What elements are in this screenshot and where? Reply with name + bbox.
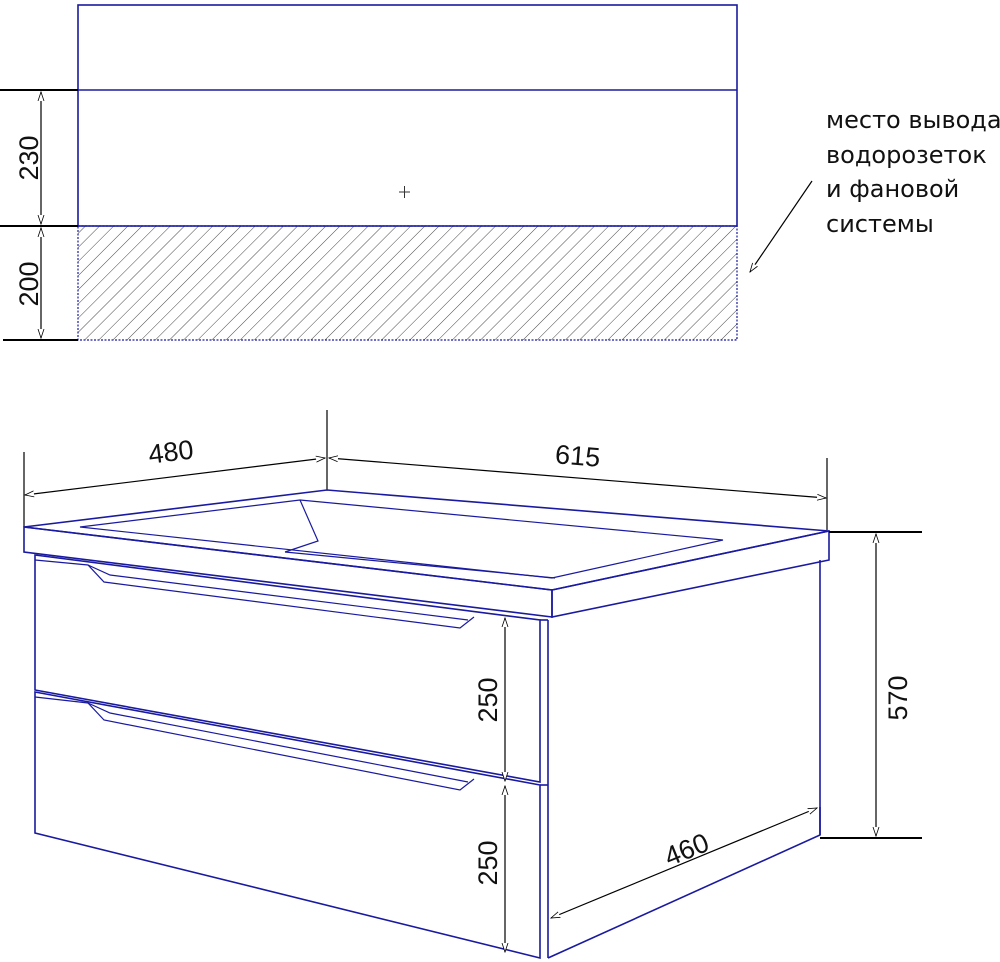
wall-panel-outline [77,4,738,227]
dimension-label-480: 480 [147,434,195,469]
dimension-line-480 [25,458,325,495]
cabinet-body [540,560,821,959]
dimension-label-200: 200 [14,261,44,306]
note-line-3: и фановой [826,175,959,203]
dimension-label-230: 230 [14,135,44,180]
drawer-bottom[interactable] [34,691,541,960]
dimension-label-460: 460 [660,827,713,872]
countertop [23,489,830,618]
basin [79,499,724,579]
dimension-label-615: 615 [554,439,601,473]
note-line-2: водорозеток [826,141,987,169]
dimension-label-250-top: 250 [473,677,503,722]
top-view: 230 200 место вывода водорозеток и фанов… [0,4,1000,341]
dimension-line-460 [551,807,817,919]
hatched-zone [78,226,737,340]
dimension-line-615 [329,458,826,498]
dimension-label-250-bottom: 250 [473,840,503,885]
dimension-label-570: 570 [883,675,913,720]
note-line-4: системы [826,210,934,238]
callout-leader [750,180,813,272]
drawer-top[interactable] [34,554,541,783]
iso-view: 480 615 [23,410,922,960]
note-line-1: место вывода [826,106,1000,134]
center-mark-icon [399,186,410,198]
